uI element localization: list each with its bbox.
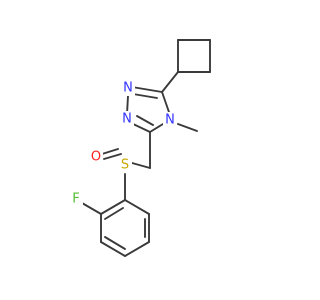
bond-c3-n2-double-inner — [132, 93, 158, 99]
bond-s-o-double-inner — [101, 148, 119, 155]
bond-n4-methyl — [177, 123, 198, 132]
atom-o-label: O — [91, 150, 101, 165]
atom-f-label: F — [72, 192, 79, 207]
bond-n1-c5-double-inner — [136, 115, 154, 126]
atom-s-label: S — [121, 158, 129, 173]
atom-n2-background — [121, 80, 135, 96]
atom-n1-label: N — [122, 112, 132, 127]
atom-labels: N N N O S F — [69, 80, 177, 207]
bond-n1-c5-double — [130, 122, 151, 133]
bond-ring-1 — [124, 199, 150, 215]
bond-cyclobutyl-triazole — [161, 71, 179, 93]
bond-c-f — [81, 202, 102, 215]
atom-n2: N — [121, 80, 135, 96]
bond-ring-inner-3 — [104, 207, 124, 220]
atom-o: O — [89, 149, 103, 165]
atom-s-background — [118, 156, 132, 173]
bond-n4-c3 — [161, 91, 171, 116]
bond-c5-n4 — [149, 123, 164, 133]
bond-ring-6 — [100, 199, 126, 215]
molecule-structure: N N N O S F — [69, 39, 211, 257]
atom-n4-label: N — [165, 113, 175, 128]
bond-c3-n2-double — [131, 86, 163, 93]
atom-f: F — [69, 191, 83, 207]
atom-s: S — [118, 156, 132, 173]
atom-n1-background — [120, 111, 134, 127]
atom-n4-background — [163, 112, 177, 128]
bond-ring-4 — [100, 241, 126, 257]
atom-o-background — [89, 149, 103, 165]
atom-f-background — [69, 191, 83, 207]
bond-ring-3 — [124, 241, 150, 257]
bond-s-o-double — [103, 153, 122, 160]
bond-ring-inner-2 — [104, 236, 126, 250]
atom-n4: N — [163, 112, 177, 128]
bond-layer — [81, 39, 211, 257]
atom-n2-label: N — [123, 81, 133, 96]
bond-ch2-s — [131, 162, 151, 169]
atom-n1: N — [120, 111, 134, 127]
